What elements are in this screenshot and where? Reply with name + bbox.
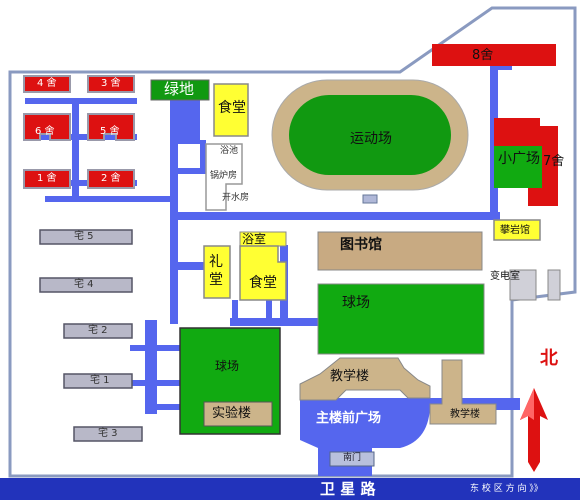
res-4-label: 宅 4 [74,279,94,290]
south-gate [329,451,375,467]
res-3-label: 宅 3 [98,428,118,439]
dorm-8 [432,44,556,66]
teaching-east-label: 教学楼 [450,409,480,420]
auditorium-label: 礼堂 [209,254,223,288]
teaching-building-east [429,359,497,425]
canteen-north [213,83,249,137]
bath-pool-label: 浴池 [220,146,239,156]
ball-court-west-label: 球场 [215,359,240,373]
small-square [494,146,542,188]
teaching-building-center [299,357,431,401]
lab-building-label: 实验楼 [212,406,252,421]
weixing-road [0,478,580,500]
library-building [317,231,483,271]
library-label: 图书馆 [340,237,382,253]
auditorium-building [203,245,231,299]
ball-court-east-label: 球场 [342,295,370,311]
small-square-label: 小广场 [498,151,540,167]
west-dorms [23,75,135,189]
dorm-1-label: 1 舍 [37,173,57,184]
ball-court-east [317,283,485,355]
north-arrow-icon [520,388,548,472]
bath-boiler-complex [205,143,243,211]
climbing-hall-label: 攀岩馆 [500,225,530,236]
residential-blocks [39,229,143,442]
stadium-label: 运动场 [350,131,392,147]
substation-label: 变电室 [490,271,520,282]
dorm-3-label: 3 舍 [101,78,121,89]
res-2-label: 宅 2 [88,325,108,336]
bathroom-label: 浴室 [242,232,267,246]
east-campus-direction-label: 东 校 区 方 向 》》 [470,484,543,494]
substation-building [509,269,561,301]
dorm-7-label: 7舍 [543,154,565,169]
canteen-north-label: 食堂 [218,100,246,116]
dorm-8-label: 8舍 [472,48,494,63]
climbing-hall [493,219,541,241]
dorm-2-label: 2 舍 [101,173,121,184]
main-square-label: 主楼前广场 [316,411,382,426]
dorm-5-label: 5 舍 [100,126,120,137]
dorm-6-label: 6 舍 [35,126,55,137]
dorm-4-label: 4 舍 [37,78,57,89]
green-land [150,79,210,101]
res-5-label: 宅 5 [74,231,94,242]
stadium-gate [362,194,378,204]
north-label: 北 [540,348,558,369]
res-1-label: 宅 1 [90,375,110,386]
boiler-room-label: 锅炉房 [210,171,238,181]
teaching-center-label: 教学楼 [330,369,370,384]
south-gate-label: 南门 [343,453,362,463]
canteen-south-label: 食堂 [249,275,277,291]
canteen-south-building [239,245,287,301]
water-room-label: 开水房 [222,193,250,203]
weixing-road-label: 卫 星 路 [320,480,376,498]
green-land-label: 绿地 [164,80,195,98]
lab-building [203,401,273,427]
